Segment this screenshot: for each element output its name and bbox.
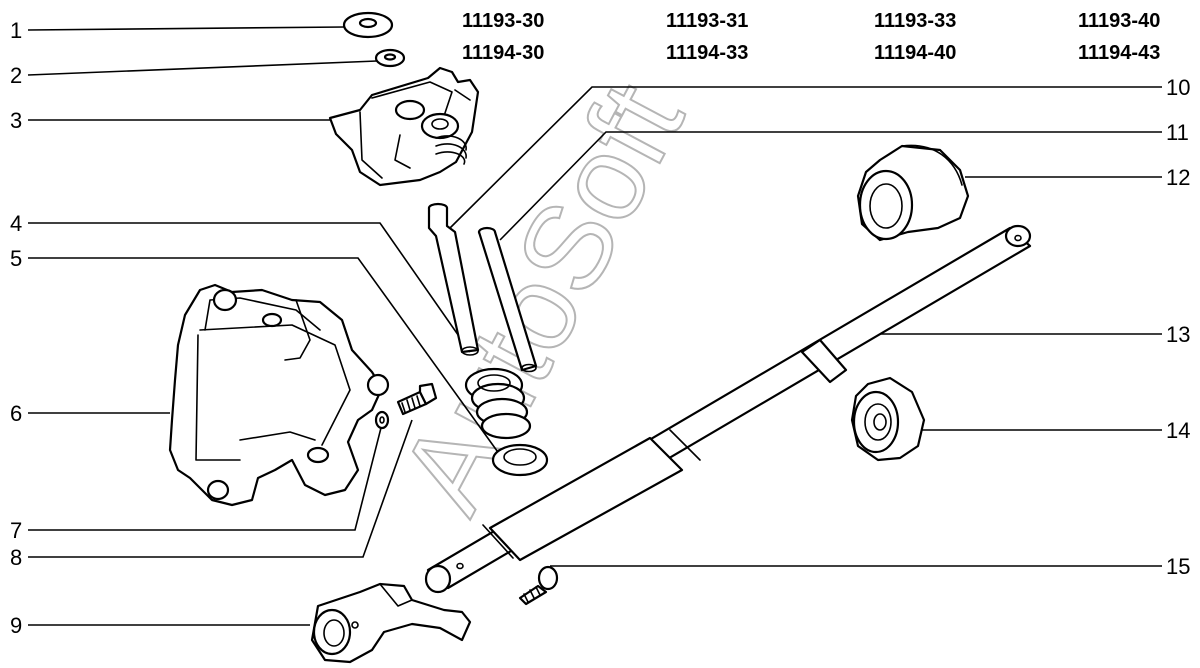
callout-12: 12 [1166, 165, 1190, 190]
model-code-4-bottom: 11194-43 [1078, 42, 1160, 64]
model-code-1-bottom: 11194-30 [462, 42, 544, 64]
callout-10: 10 [1166, 75, 1190, 100]
part-10-rod [427, 202, 480, 356]
model-code-1-top: 11193-30 [462, 10, 544, 32]
model-codes-header: 11193-30 11194-30 11193-31 11194-33 1119… [462, 10, 1160, 64]
part-3-bracket [328, 66, 480, 187]
callout-13: 13 [1166, 322, 1190, 347]
callout-1: 1 [10, 18, 22, 43]
model-code-3-bottom: 11194-40 [874, 42, 956, 64]
part-8-bolt [396, 382, 438, 416]
part-7-washer [374, 410, 390, 430]
part-12-bushing [856, 144, 970, 242]
part-15-screw [518, 565, 559, 606]
part-14-bearing [850, 376, 926, 462]
model-code-4-top: 11193-40 [1078, 10, 1160, 32]
callout-15: 15 [1166, 554, 1190, 579]
callout-2: 2 [10, 63, 22, 88]
callout-7: 7 [10, 518, 22, 543]
callout-9: 9 [10, 613, 22, 638]
part-2-small-washer [374, 48, 406, 68]
part-5-spring-seat [491, 443, 549, 477]
callout-3: 3 [10, 108, 22, 133]
callout-11: 11 [1166, 120, 1189, 145]
callout-4: 4 [10, 211, 22, 236]
part-13-shaft [424, 224, 1032, 594]
part-11-rod [477, 226, 538, 373]
model-code-2-bottom: 11194-33 [666, 42, 748, 64]
part-9-lever [310, 582, 472, 664]
callout-14: 14 [1166, 418, 1190, 443]
callout-6: 6 [10, 401, 22, 426]
leader-lines [27, 26, 1162, 626]
callout-numbers: 1 2 3 4 5 6 7 8 9 10 11 12 13 14 15 [10, 18, 1190, 638]
part-6-selector-frame [168, 283, 390, 507]
model-code-2-top: 11193-31 [666, 10, 748, 32]
model-code-3-top: 11193-33 [874, 10, 956, 32]
part-1-washer [342, 11, 394, 39]
callout-5: 5 [10, 246, 22, 271]
part-4-spring [464, 367, 532, 440]
callout-8: 8 [10, 545, 22, 570]
